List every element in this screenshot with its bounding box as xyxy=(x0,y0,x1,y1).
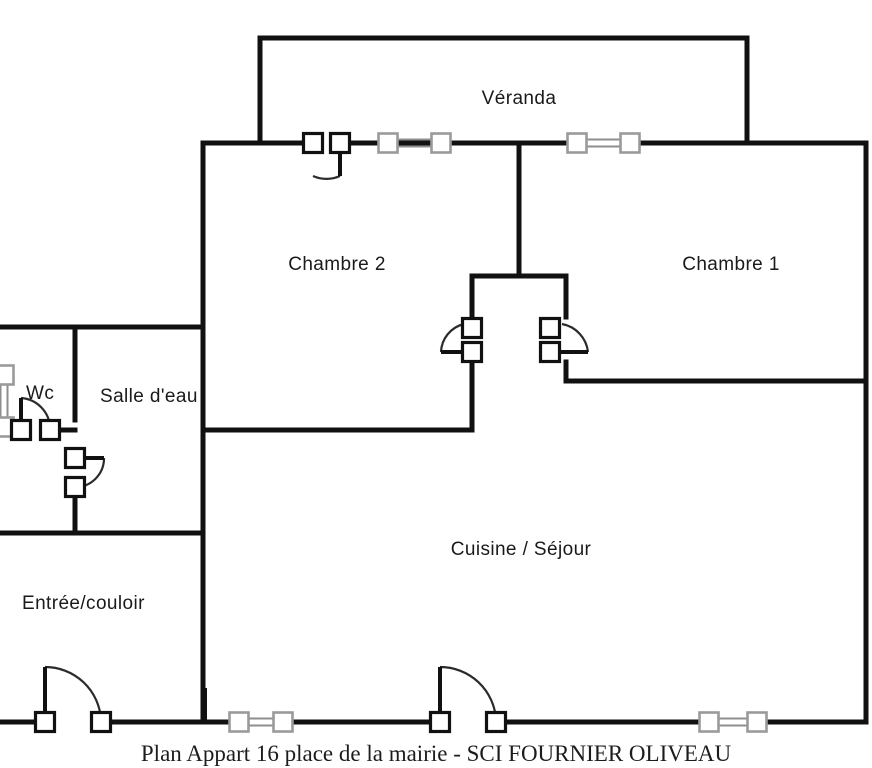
door-jamb-cuisine-south-door-0 xyxy=(428,710,452,734)
door-jamb-entry-door-0 xyxy=(33,710,57,734)
door-swing-arc-chambre2-south-door xyxy=(439,322,465,353)
door-salle-deau-door xyxy=(63,446,106,499)
doors-layer xyxy=(9,131,590,734)
door-wc-door xyxy=(9,396,62,442)
window-jamb-cuisine-window-left-0 xyxy=(228,711,250,733)
window-veranda-window-right xyxy=(566,132,641,154)
door-swing-arc-chambre1-south-door xyxy=(561,322,590,353)
door-jamb-salle-deau-door-0 xyxy=(63,446,87,470)
room-label-veranda: Véranda xyxy=(482,88,557,109)
window-jamb-cuisine-window-right-1 xyxy=(746,711,768,733)
window-jamb-wc-window-0 xyxy=(0,364,15,386)
door-cuisine-south-door xyxy=(428,665,508,734)
window-jamb-cuisine-window-left-1 xyxy=(272,711,294,733)
plan-caption: Plan Appart 16 place de la mairie - SCI … xyxy=(140,741,732,766)
door-jamb-wc-door-1 xyxy=(38,418,62,442)
window-veranda-window-left xyxy=(377,132,452,154)
door-swing-arc-entry-door xyxy=(44,665,103,721)
window-jamb-veranda-window-left-1 xyxy=(430,132,452,154)
door-jamb-chambre2-north-door-1 xyxy=(328,131,352,155)
room-label-entree: Entrée/couloir xyxy=(22,593,145,614)
door-swing-arc-cuisine-south-door xyxy=(439,665,498,721)
door-jamb-chambre2-north-door-0 xyxy=(301,131,325,155)
door-jamb-chambre2-south-door-1 xyxy=(460,340,484,364)
door-jamb-chambre1-south-door-1 xyxy=(538,340,562,364)
room-label-chambre2: Chambre 2 xyxy=(288,254,386,275)
door-jamb-chambre1-south-door-0 xyxy=(538,316,562,340)
door-swing-arc-chambre2-north-door xyxy=(312,174,341,180)
room-label-cuisine: Cuisine / Séjour xyxy=(451,539,592,560)
door-jamb-wc-door-0 xyxy=(9,418,33,442)
window-cuisine-window-left xyxy=(228,711,294,733)
door-jamb-chambre2-south-door-0 xyxy=(460,316,484,340)
room-label-wc: Wc xyxy=(26,383,54,404)
window-jamb-cuisine-window-right-0 xyxy=(698,711,720,733)
door-chambre2-south-door xyxy=(439,316,484,364)
door-jamb-cuisine-south-door-1 xyxy=(484,710,508,734)
door-jamb-salle-deau-door-1 xyxy=(63,475,87,499)
window-jamb-veranda-window-left-0 xyxy=(377,132,399,154)
door-chambre1-south-door xyxy=(538,316,590,364)
door-jamb-entry-door-1 xyxy=(89,710,113,734)
window-jamb-veranda-window-right-0 xyxy=(566,132,588,154)
door-entry-door xyxy=(33,665,113,734)
room-label-salle-deau: Salle d'eau xyxy=(100,386,198,407)
window-jamb-veranda-window-right-1 xyxy=(619,132,641,154)
door-chambre2-north-door xyxy=(301,131,352,180)
window-cuisine-window-right xyxy=(698,711,768,733)
room-label-chambre1: Chambre 1 xyxy=(682,254,780,275)
